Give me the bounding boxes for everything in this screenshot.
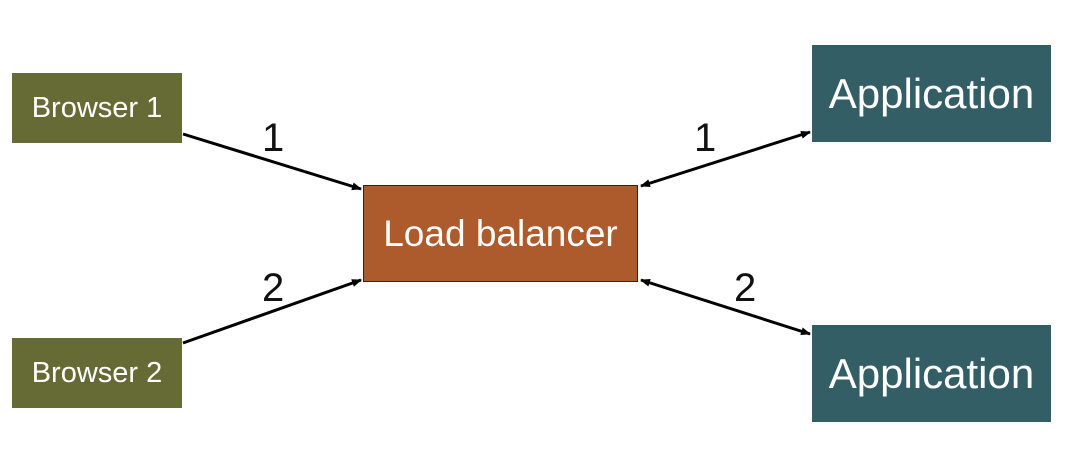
load-balancer-node: Load balancer <box>363 185 638 282</box>
edge-label-browser1: 1 <box>262 116 285 160</box>
arrow-load-balancer-application1 <box>640 130 811 188</box>
edge-label-application1: 1 <box>694 116 717 160</box>
browser-2-node: Browser 2 <box>12 338 182 408</box>
application-2-node: Application <box>812 325 1051 422</box>
browser-1-node: Browser 1 <box>12 73 182 143</box>
arrow-browser2-to-load-balancer <box>182 278 362 345</box>
arrow-load-balancer-application2 <box>640 278 811 336</box>
edge-label-application2: 2 <box>734 266 757 310</box>
edge-label-browser2: 2 <box>262 266 285 310</box>
application-1-node: Application <box>812 45 1051 142</box>
arrow-browser1-to-load-balancer <box>182 132 362 191</box>
